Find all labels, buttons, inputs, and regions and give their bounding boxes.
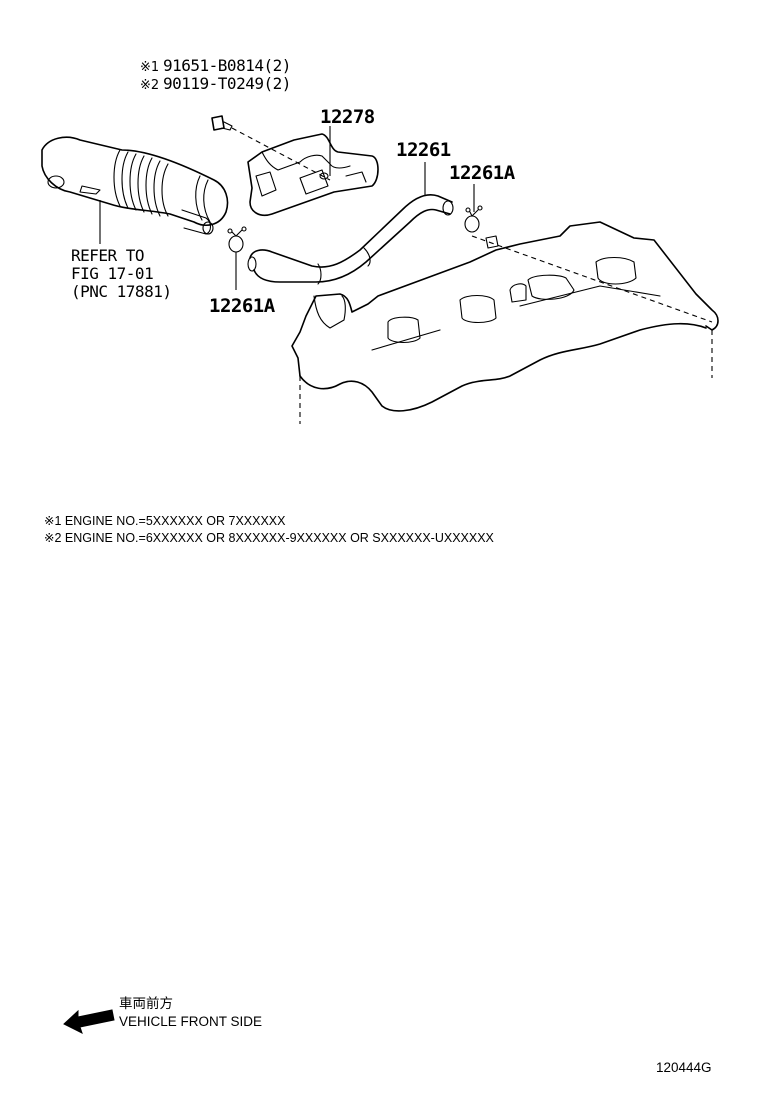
refer-line-1: REFER TO bbox=[71, 246, 144, 265]
clip-left-drawing bbox=[227, 226, 247, 253]
hose-drawing bbox=[247, 194, 454, 285]
bolt-part-number-1: 91651-B0814(2) bbox=[163, 56, 291, 75]
figure-id: 120444G bbox=[656, 1060, 712, 1075]
intake-hose-drawing bbox=[41, 136, 229, 235]
bolt-label-2: ※2 90119-T0249(2) bbox=[140, 74, 291, 93]
front-label-jp: 車両前方 bbox=[119, 995, 173, 1011]
front-arrow-icon bbox=[63, 1009, 115, 1034]
callout-lines bbox=[99, 126, 475, 290]
engine-outline-drawing bbox=[291, 221, 719, 424]
engine-note-2: ※2 ENGINE NO.=6XXXXXX OR 8XXXXXX-9XXXXXX… bbox=[44, 531, 495, 545]
bolt-part-number-2: 90119-T0249(2) bbox=[163, 74, 291, 93]
front-label-en: VEHICLE FRONT SIDE bbox=[119, 1014, 262, 1029]
bolt-label-1: ※1 91651-B0814(2) bbox=[140, 56, 291, 75]
bracket-part-number: 12278 bbox=[320, 106, 375, 128]
hose-part-number: 12261 bbox=[396, 139, 451, 161]
refer-line-2: FIG 17-01 bbox=[71, 264, 153, 283]
bracket-drawing bbox=[247, 133, 379, 217]
clip-right-drawing bbox=[464, 205, 483, 233]
clip-left-part-number: 12261A bbox=[209, 295, 276, 317]
bolt-mark-1: ※1 bbox=[140, 60, 159, 75]
bolt-mark-2: ※2 bbox=[140, 78, 159, 93]
bolt-drawing bbox=[211, 115, 331, 181]
refer-line-3: (PNC 17881) bbox=[71, 282, 171, 301]
clip-right-part-number: 12261A bbox=[449, 162, 516, 184]
engine-note-1: ※1 ENGINE NO.=5XXXXXX OR 7XXXXXX bbox=[44, 514, 286, 528]
